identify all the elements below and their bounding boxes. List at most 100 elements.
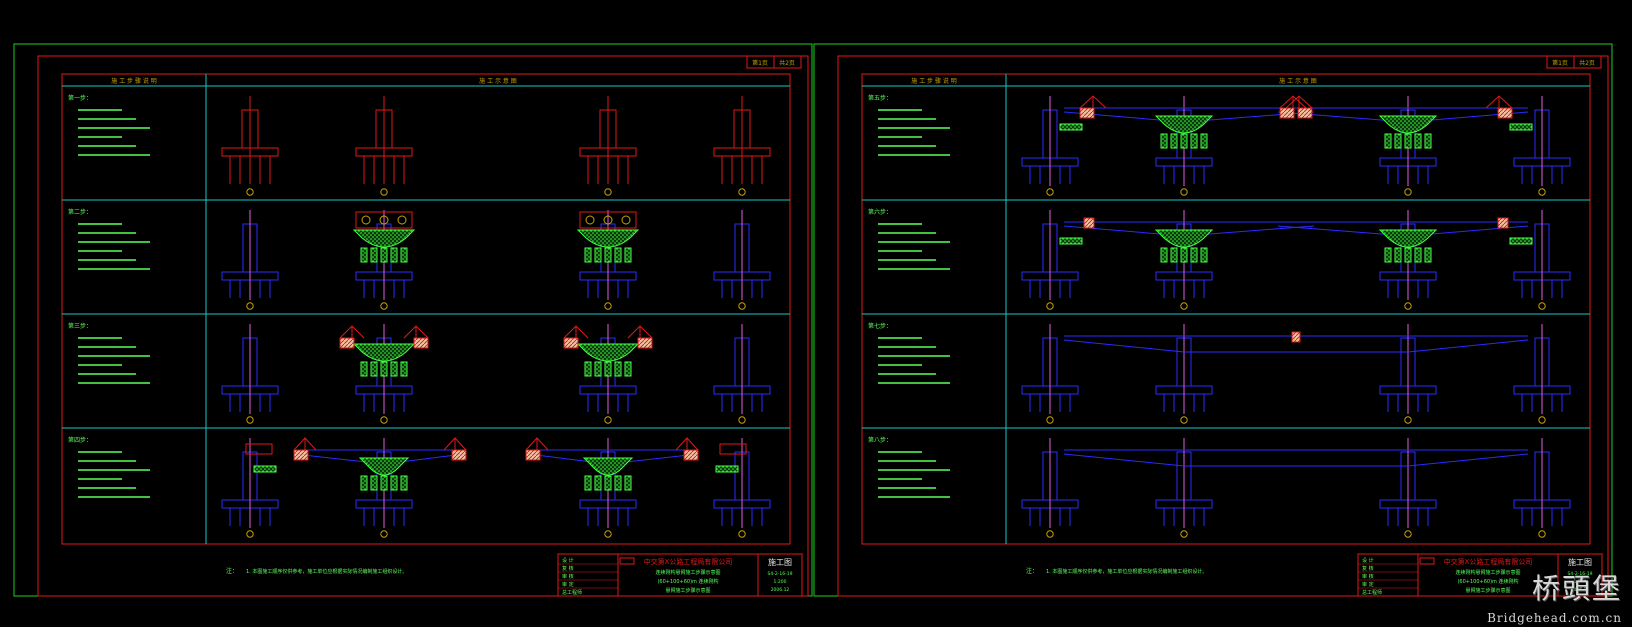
sheet-no-text: 第1页 [752, 59, 768, 67]
step-label: 第八步： [868, 436, 892, 444]
step-label: 第二步： [68, 208, 92, 216]
watermark-english: Bridgehead.com.cn [1487, 611, 1622, 625]
pier-marker [1404, 416, 1412, 424]
step-row: 第八步： [868, 436, 1571, 538]
pier-marker [1046, 416, 1054, 424]
step-row: 第二步： [68, 208, 771, 310]
title-row-label: 审 定 [562, 581, 574, 588]
sheet-total-text: 共2页 [779, 59, 795, 67]
step-row: 第一步： [68, 94, 771, 196]
note-label: 注： [1026, 567, 1038, 575]
cantilever-segment [1378, 229, 1438, 248]
stage-label: 施工图 [1568, 557, 1592, 567]
title-row-label: 审 核 [562, 573, 574, 580]
title-row-label: 审 核 [1362, 573, 1374, 580]
step-row: 第四步： [68, 436, 771, 538]
cantilever-segment [576, 343, 640, 362]
cantilever-segment [1154, 229, 1214, 248]
pier-marker [1046, 302, 1054, 310]
title-right-value: 1:200 [774, 579, 787, 585]
title-block [557, 553, 803, 597]
note-text: 1. 本图施工顺序仅供参考，施工单位应根据实际情况编制施工组织设计。 [246, 568, 407, 575]
column-header-steps: 施 工 步 骤 说 明 [111, 77, 157, 85]
cantilever-segment [352, 343, 416, 362]
title-right-value: S4-2-16-19 [768, 571, 793, 577]
pier-marker [380, 302, 388, 310]
title-row-label: 总工程师 [1362, 589, 1382, 596]
cantilever-segment [352, 229, 416, 248]
title-row-label: 总工程师 [562, 589, 582, 596]
step-row: 第五步： [868, 94, 1571, 196]
title-row-label: 审 定 [1362, 581, 1374, 588]
pier-marker [246, 530, 254, 538]
step-label: 第五步： [868, 94, 892, 102]
pier-marker [738, 530, 746, 538]
pier-marker [1180, 188, 1188, 196]
steps-table [861, 73, 1591, 545]
drawing-border [37, 55, 809, 597]
pier-marker [380, 416, 388, 424]
pier-marker [380, 188, 388, 196]
cantilever-segment [1378, 115, 1438, 134]
step-row: 第六步： [868, 208, 1571, 310]
sheet-no-text: 第1页 [1552, 59, 1568, 67]
drawing-subtitle: (60+100+60)m 连续刚构 [1457, 578, 1518, 585]
title-row-label: 设 计 [562, 557, 574, 564]
note-label: 注： [226, 567, 238, 575]
drawing-border [837, 55, 1609, 597]
pier-marker [1404, 530, 1412, 538]
step-row: 第七步： [868, 322, 1571, 424]
note-text: 1. 本图施工顺序仅供参考，施工单位应根据实际情况编制施工组织设计。 [1046, 568, 1207, 575]
pier-marker [246, 188, 254, 196]
cantilever-segment [358, 457, 410, 476]
sheet-frame [13, 43, 813, 597]
pier-marker [1046, 188, 1054, 196]
drawing-subtitle2: 悬臂施工步骤示意图 [1465, 587, 1510, 594]
drawing-title: 连续刚构悬臂施工步骤示意图 [655, 569, 720, 576]
cantilever-segment [582, 457, 634, 476]
pier-marker [1046, 530, 1054, 538]
pier-marker [1404, 302, 1412, 310]
title-block [1357, 553, 1603, 597]
company-name: 中交第X公路工程局有限公司 [1444, 557, 1533, 566]
cantilever-segment [1154, 115, 1214, 134]
column-header-steps: 施 工 步 骤 说 明 [911, 77, 957, 85]
step-label: 第七步： [868, 322, 892, 330]
steps-table [61, 73, 791, 545]
company-logo [1419, 557, 1435, 565]
title-right-value: 2006.12 [771, 587, 790, 593]
drawing-subtitle: (60+100+60)m 连续刚构 [657, 578, 718, 585]
pier-marker [246, 416, 254, 424]
pier-marker [738, 416, 746, 424]
sheet-frame [813, 43, 1613, 597]
step-label: 第六步： [868, 208, 892, 216]
pier-marker [604, 416, 612, 424]
pier-marker [604, 302, 612, 310]
title-right-value: 2006.12 [1571, 587, 1590, 593]
pier-marker [1538, 416, 1546, 424]
title-right-value: S4-2-16-19 [1568, 571, 1593, 577]
stage-label: 施工图 [768, 557, 792, 567]
pier-marker [1180, 416, 1188, 424]
company-name: 中交第X公路工程局有限公司 [644, 557, 733, 566]
title-right-value: 1:200 [1574, 579, 1587, 585]
company-logo [619, 557, 635, 565]
title-row-label: 复 核 [562, 565, 574, 572]
pier-marker [1180, 302, 1188, 310]
column-header-diagram: 施 工 示 意 图 [1279, 77, 1317, 85]
pier-marker [604, 188, 612, 196]
step-label: 第四步： [68, 436, 92, 444]
pier-marker [380, 530, 388, 538]
drawing-title: 连续刚构悬臂施工步骤示意图 [1455, 569, 1520, 576]
column-header-diagram: 施 工 示 意 图 [479, 77, 517, 85]
cantilever-segment [576, 229, 640, 248]
pier-marker [738, 302, 746, 310]
sheet-total-text: 共2页 [1579, 59, 1595, 67]
pier-marker [1180, 530, 1188, 538]
pier-marker [246, 302, 254, 310]
watermark-chinese: 桥頭堡 [1531, 572, 1622, 605]
step-row: 第三步： [68, 322, 771, 424]
